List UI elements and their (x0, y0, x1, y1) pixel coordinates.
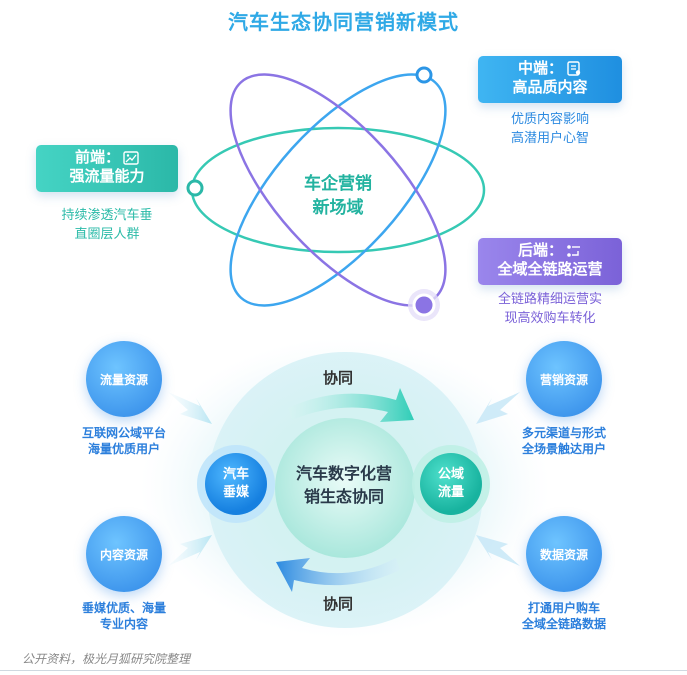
middle-tag: 中端： 高品质内容 (478, 56, 622, 103)
flow-icon (567, 244, 580, 257)
back-tag: 后端： 全域全链路运营 (478, 238, 622, 285)
front-head: 前端： (74, 148, 120, 166)
back-head: 后端： (517, 241, 563, 259)
back-main: 全域全链路运营 (497, 260, 603, 278)
node-middle (415, 66, 433, 84)
source-note: 公开资料，极光月狐研究院整理 (22, 652, 191, 666)
bottom-arrow-label: 协同 (323, 595, 354, 613)
bottom-arrow (276, 558, 400, 592)
left-circle (205, 453, 267, 515)
vertical-media-label: 汽车 垂媒 (222, 467, 249, 500)
middle-head: 中端： (517, 59, 563, 77)
top-arrow-label: 协同 (323, 369, 354, 387)
public-traffic-label: 公域 流量 (437, 467, 464, 500)
data-resource-description: 打通用户购车 全域全链路数据 (521, 601, 606, 631)
node-front (186, 179, 204, 197)
page-title: 汽车生态协同营销新模式 (228, 10, 459, 34)
top-arrow (288, 388, 414, 422)
middle-main: 高品质内容 (512, 78, 588, 96)
document-icon (567, 61, 581, 76)
arrow-from-traffic (168, 392, 212, 424)
arrow-from-content (168, 535, 212, 566)
orbit-blue (229, 73, 447, 307)
node-back (412, 293, 436, 317)
content-resource: 内容资源 (86, 516, 162, 592)
data-resource: 数据资源 (526, 516, 602, 592)
arrow-from-marketing (476, 392, 520, 424)
front-tag: 前端： 强流量能力 (36, 145, 178, 192)
content-resource-description: 垂媒优质、海量 专业内容 (81, 601, 166, 631)
marketing-resource: 营销资源 (526, 341, 602, 417)
image-icon (123, 150, 139, 165)
footer-divider (0, 670, 687, 671)
traffic-resource-description: 互联网公域平台 海量优质用户 (81, 426, 166, 456)
ecosystem-center-label: 汽车数字化营 销生态协同 (295, 464, 392, 506)
back-description: 全链路精细运营实 现高效购车转化 (497, 292, 602, 326)
front-description: 持续渗透汽车垂 直圈层人群 (61, 208, 153, 242)
arrow-from-data (476, 535, 520, 566)
core-label: 车企营销 新场域 (304, 174, 372, 218)
marketing-resource-description: 多元渠道与形式 全场景触达用户 (521, 426, 606, 456)
traffic-resource: 流量资源 (86, 341, 162, 417)
ecosystem-center (275, 418, 415, 558)
middle-description: 优质内容影响 高潜用户心智 (510, 112, 589, 146)
right-circle (420, 453, 482, 515)
front-main: 强流量能力 (69, 167, 145, 185)
